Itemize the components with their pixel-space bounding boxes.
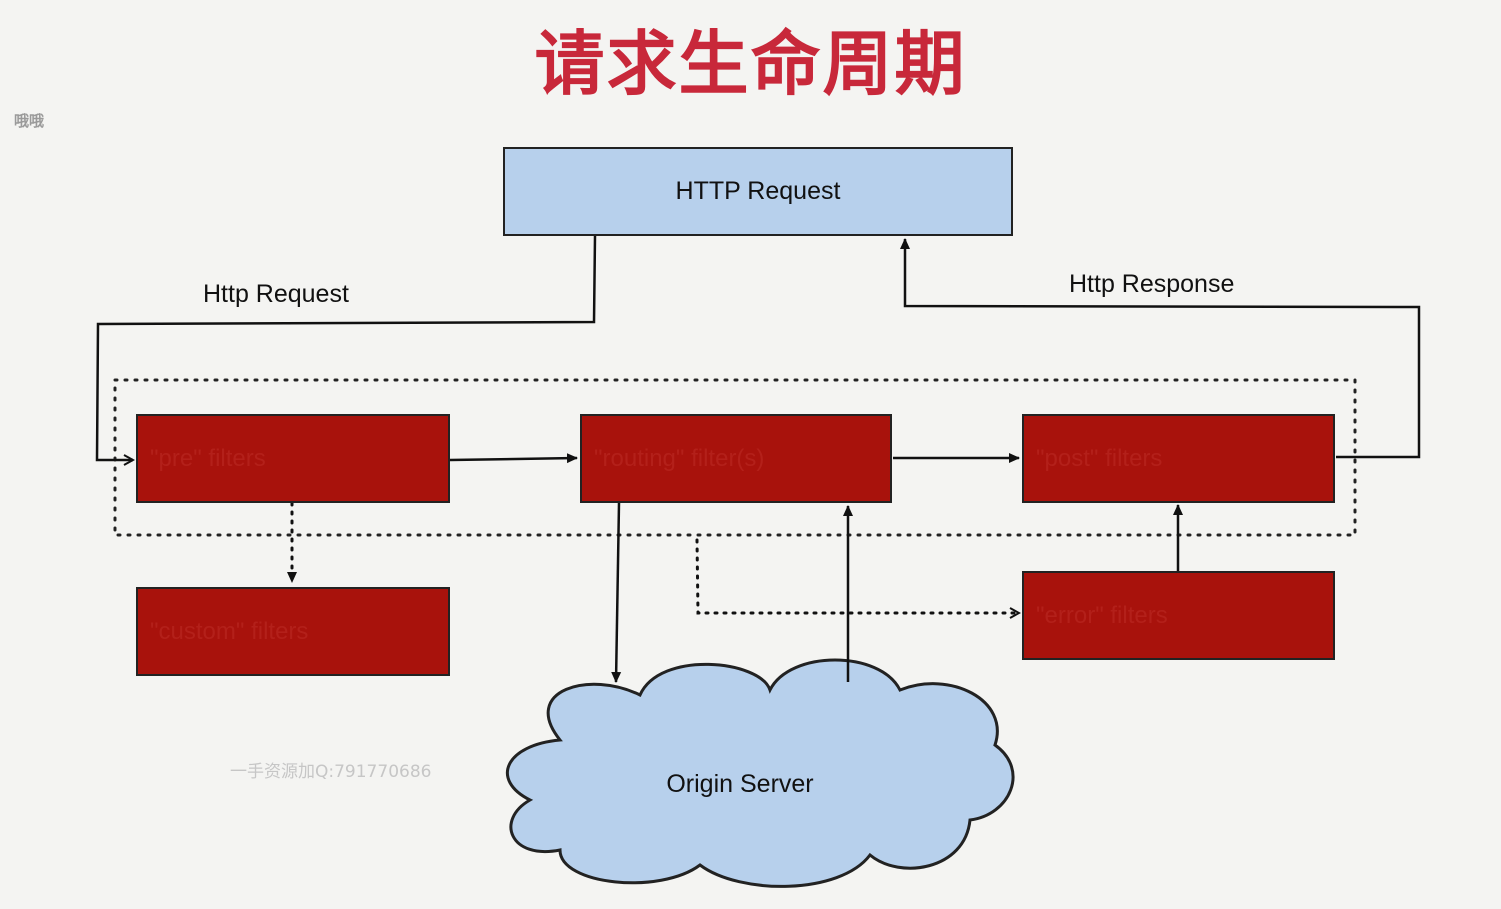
custom-filters-node: "custom" filters <box>136 587 450 676</box>
post-filters-node: "post" filters <box>1022 414 1335 503</box>
diagram-title: 请求生命周期 <box>534 23 967 105</box>
edge-pre-to-routing <box>449 453 578 464</box>
origin-server-cloud <box>506 658 1015 888</box>
edge-routing-to-origin <box>611 502 622 683</box>
response-edge-label: Http Response <box>1069 270 1235 298</box>
pre-filters-node: "pre" filters <box>136 414 450 503</box>
origin-server-label: Origin Server <box>666 770 814 798</box>
filter-group-boundary <box>113 378 1357 537</box>
edge-dotted-to-error <box>695 538 1019 613</box>
edge-request-to-pre <box>95 235 597 460</box>
request-edge-label: Http Request <box>203 280 349 308</box>
error-filters-node: "error" filters <box>1022 571 1335 660</box>
corner-note: 哦哦 <box>14 112 45 130</box>
watermark: 一手资源加Q:791770686 <box>230 762 432 782</box>
http-request-node: HTTP Request <box>503 147 1013 236</box>
routing-filters-node: "routing" filter(s) <box>580 414 892 503</box>
edge-post-to-response <box>900 238 1421 459</box>
